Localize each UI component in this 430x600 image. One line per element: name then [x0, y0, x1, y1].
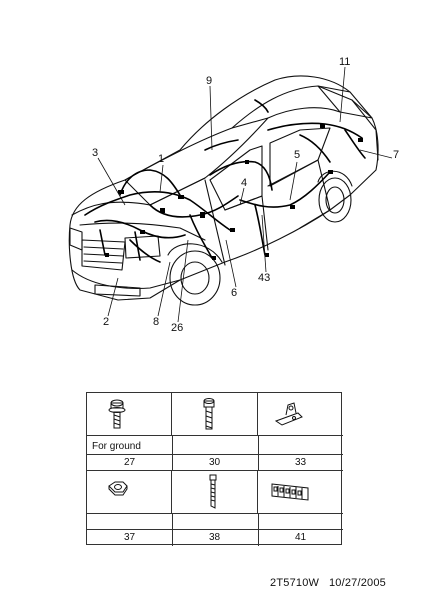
- fuse-block-icon: [271, 483, 309, 501]
- leader-lines: [97, 66, 393, 323]
- front-wheel: [169, 250, 221, 306]
- callout-1: 1: [158, 153, 165, 165]
- trunk-outline: [351, 99, 379, 161]
- part-number-27: 27: [123, 457, 136, 468]
- side-window-front: [209, 145, 263, 211]
- callout-6: 6: [231, 287, 238, 299]
- cable-tie-icon: [209, 474, 217, 509]
- part-number-37: 37: [123, 532, 136, 543]
- car-outline-drawing: [68, 66, 393, 323]
- rear-window-outline: [317, 85, 373, 119]
- wiring-harness-diagram: 1 2 3 4 5 6 7 8 9 11 26 43: [68, 56, 400, 334]
- callout-5: 5: [294, 149, 301, 161]
- document-code: 2T5710W 10/27/2005: [270, 577, 386, 589]
- headlamp-right: [124, 235, 161, 259]
- hood-outline: [71, 177, 206, 216]
- part-number-33: 33: [294, 457, 307, 468]
- callout-7: 7: [393, 149, 400, 161]
- for-ground-note: For ground: [92, 441, 141, 452]
- callout-2: 2: [103, 316, 110, 328]
- callout-3: 3: [92, 147, 99, 159]
- callout-43: 43: [258, 272, 271, 284]
- cell-icon-37: [87, 470, 172, 514]
- callout-11: 11: [339, 56, 351, 68]
- roof-line: [231, 85, 351, 129]
- callout-8: 8: [153, 316, 160, 328]
- bolt-icon: [203, 398, 215, 430]
- cell-icon-30: [172, 393, 258, 436]
- callout-26: 26: [171, 322, 184, 334]
- callout-9: 9: [206, 75, 213, 87]
- front-bumper: [71, 269, 181, 289]
- cell-icon-41: [258, 470, 343, 514]
- cell-icon-27: [87, 393, 172, 436]
- bolt-with-washer-icon: [108, 399, 126, 429]
- doc-date: 10/27/2005: [328, 577, 386, 589]
- rear-wheel: [318, 177, 352, 223]
- front-grille: [81, 239, 126, 271]
- connector-blobs: [105, 124, 363, 260]
- doc-code: 2T5710W: [270, 577, 320, 589]
- front-door-outline: [204, 179, 269, 266]
- part-number-38: 38: [208, 532, 221, 543]
- callout-4: 4: [241, 177, 248, 189]
- parts-table: For ground 27 30 33: [86, 392, 343, 546]
- headlamp-left: [69, 227, 83, 251]
- cell-icon-33: [258, 393, 343, 436]
- part-number-30: 30: [208, 457, 221, 468]
- bracket-clip-icon: [274, 402, 303, 426]
- nut-icon: [108, 481, 128, 496]
- part-number-41: 41: [294, 532, 307, 543]
- cell-icon-38: [172, 470, 258, 514]
- rear-door-outline: [267, 159, 331, 229]
